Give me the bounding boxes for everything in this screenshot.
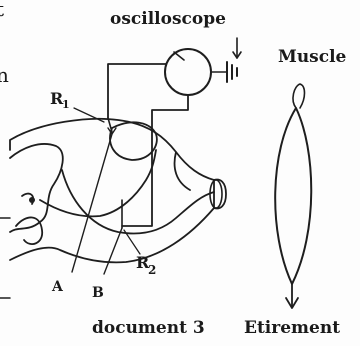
- label-muscle: Muscle: [278, 47, 347, 67]
- fiber-b: [104, 228, 122, 274]
- label-b: B: [92, 285, 104, 301]
- dorsal-root-ganglion: [110, 122, 157, 160]
- label-a: A: [51, 279, 64, 295]
- muscle-body: [275, 108, 311, 284]
- cropped-text-middle: n: [0, 63, 9, 87]
- label-r1-sub: 1: [62, 98, 70, 111]
- label-document: document 3: [92, 318, 205, 338]
- label-r2-sub: 2: [148, 263, 156, 277]
- label-stretch: Etirement: [244, 318, 340, 338]
- left-wavy-structure: [16, 194, 42, 245]
- nerve-cut-end: [210, 180, 222, 208]
- oscilloscope-pointer: [174, 52, 184, 60]
- label-oscilloscope: oscilloscope: [110, 9, 226, 29]
- cropped-text-top: t: [0, 0, 4, 21]
- dot-marker: [29, 197, 35, 203]
- muscle-tendon-top: [293, 84, 304, 108]
- ventral-root: [62, 170, 214, 233]
- oscilloscope-symbol: [165, 49, 211, 95]
